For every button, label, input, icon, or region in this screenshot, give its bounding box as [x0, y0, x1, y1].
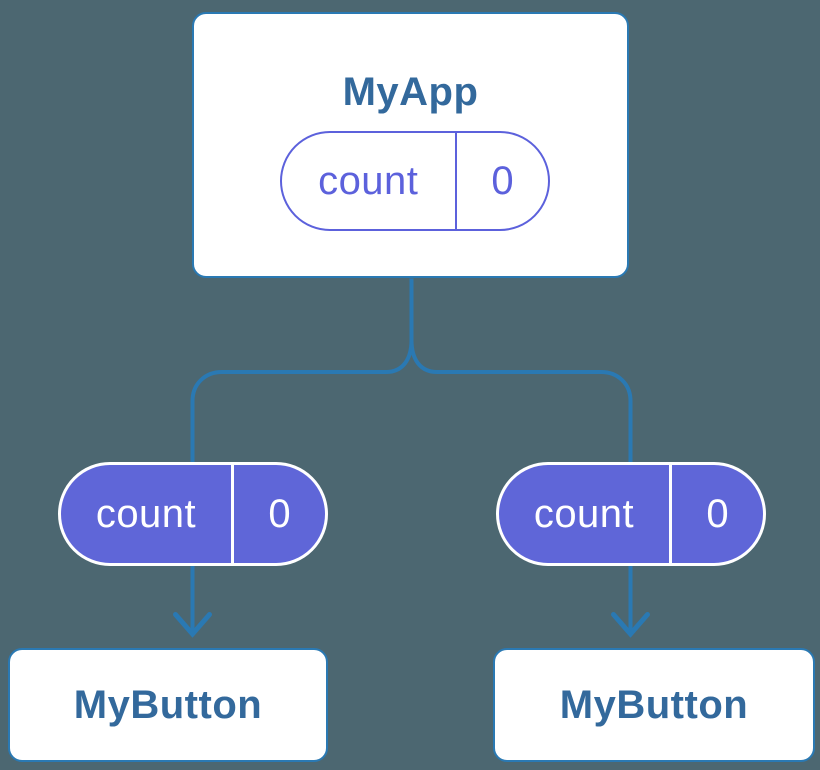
arrow-down-right-icon — [611, 612, 650, 638]
child-component-card-right: MyButton — [493, 648, 815, 762]
prop-value: 0 — [268, 491, 291, 536]
pill-divider — [669, 465, 672, 563]
child-component-title: MyButton — [559, 682, 749, 727]
prop-name: count — [95, 491, 197, 536]
connector-right-branch — [409, 278, 633, 631]
prop-pill-left: count 0 — [58, 462, 328, 566]
state-value: 0 — [491, 158, 514, 203]
prop-value: 0 — [706, 491, 729, 536]
state-name: count — [318, 158, 419, 203]
pill-divider — [454, 133, 457, 229]
state-pill: count 0 — [280, 131, 550, 231]
connector-left-branch — [190, 278, 414, 631]
prop-name: count — [533, 491, 635, 536]
root-component-card: MyApp count 0 — [192, 12, 629, 278]
arrow-down-left-icon — [173, 612, 212, 638]
child-component-card-left: MyButton — [8, 648, 328, 762]
prop-pill-right: count 0 — [496, 462, 766, 566]
child-component-title: MyButton — [73, 682, 263, 727]
root-component-title: MyApp — [342, 70, 479, 114]
pill-divider — [231, 465, 234, 563]
